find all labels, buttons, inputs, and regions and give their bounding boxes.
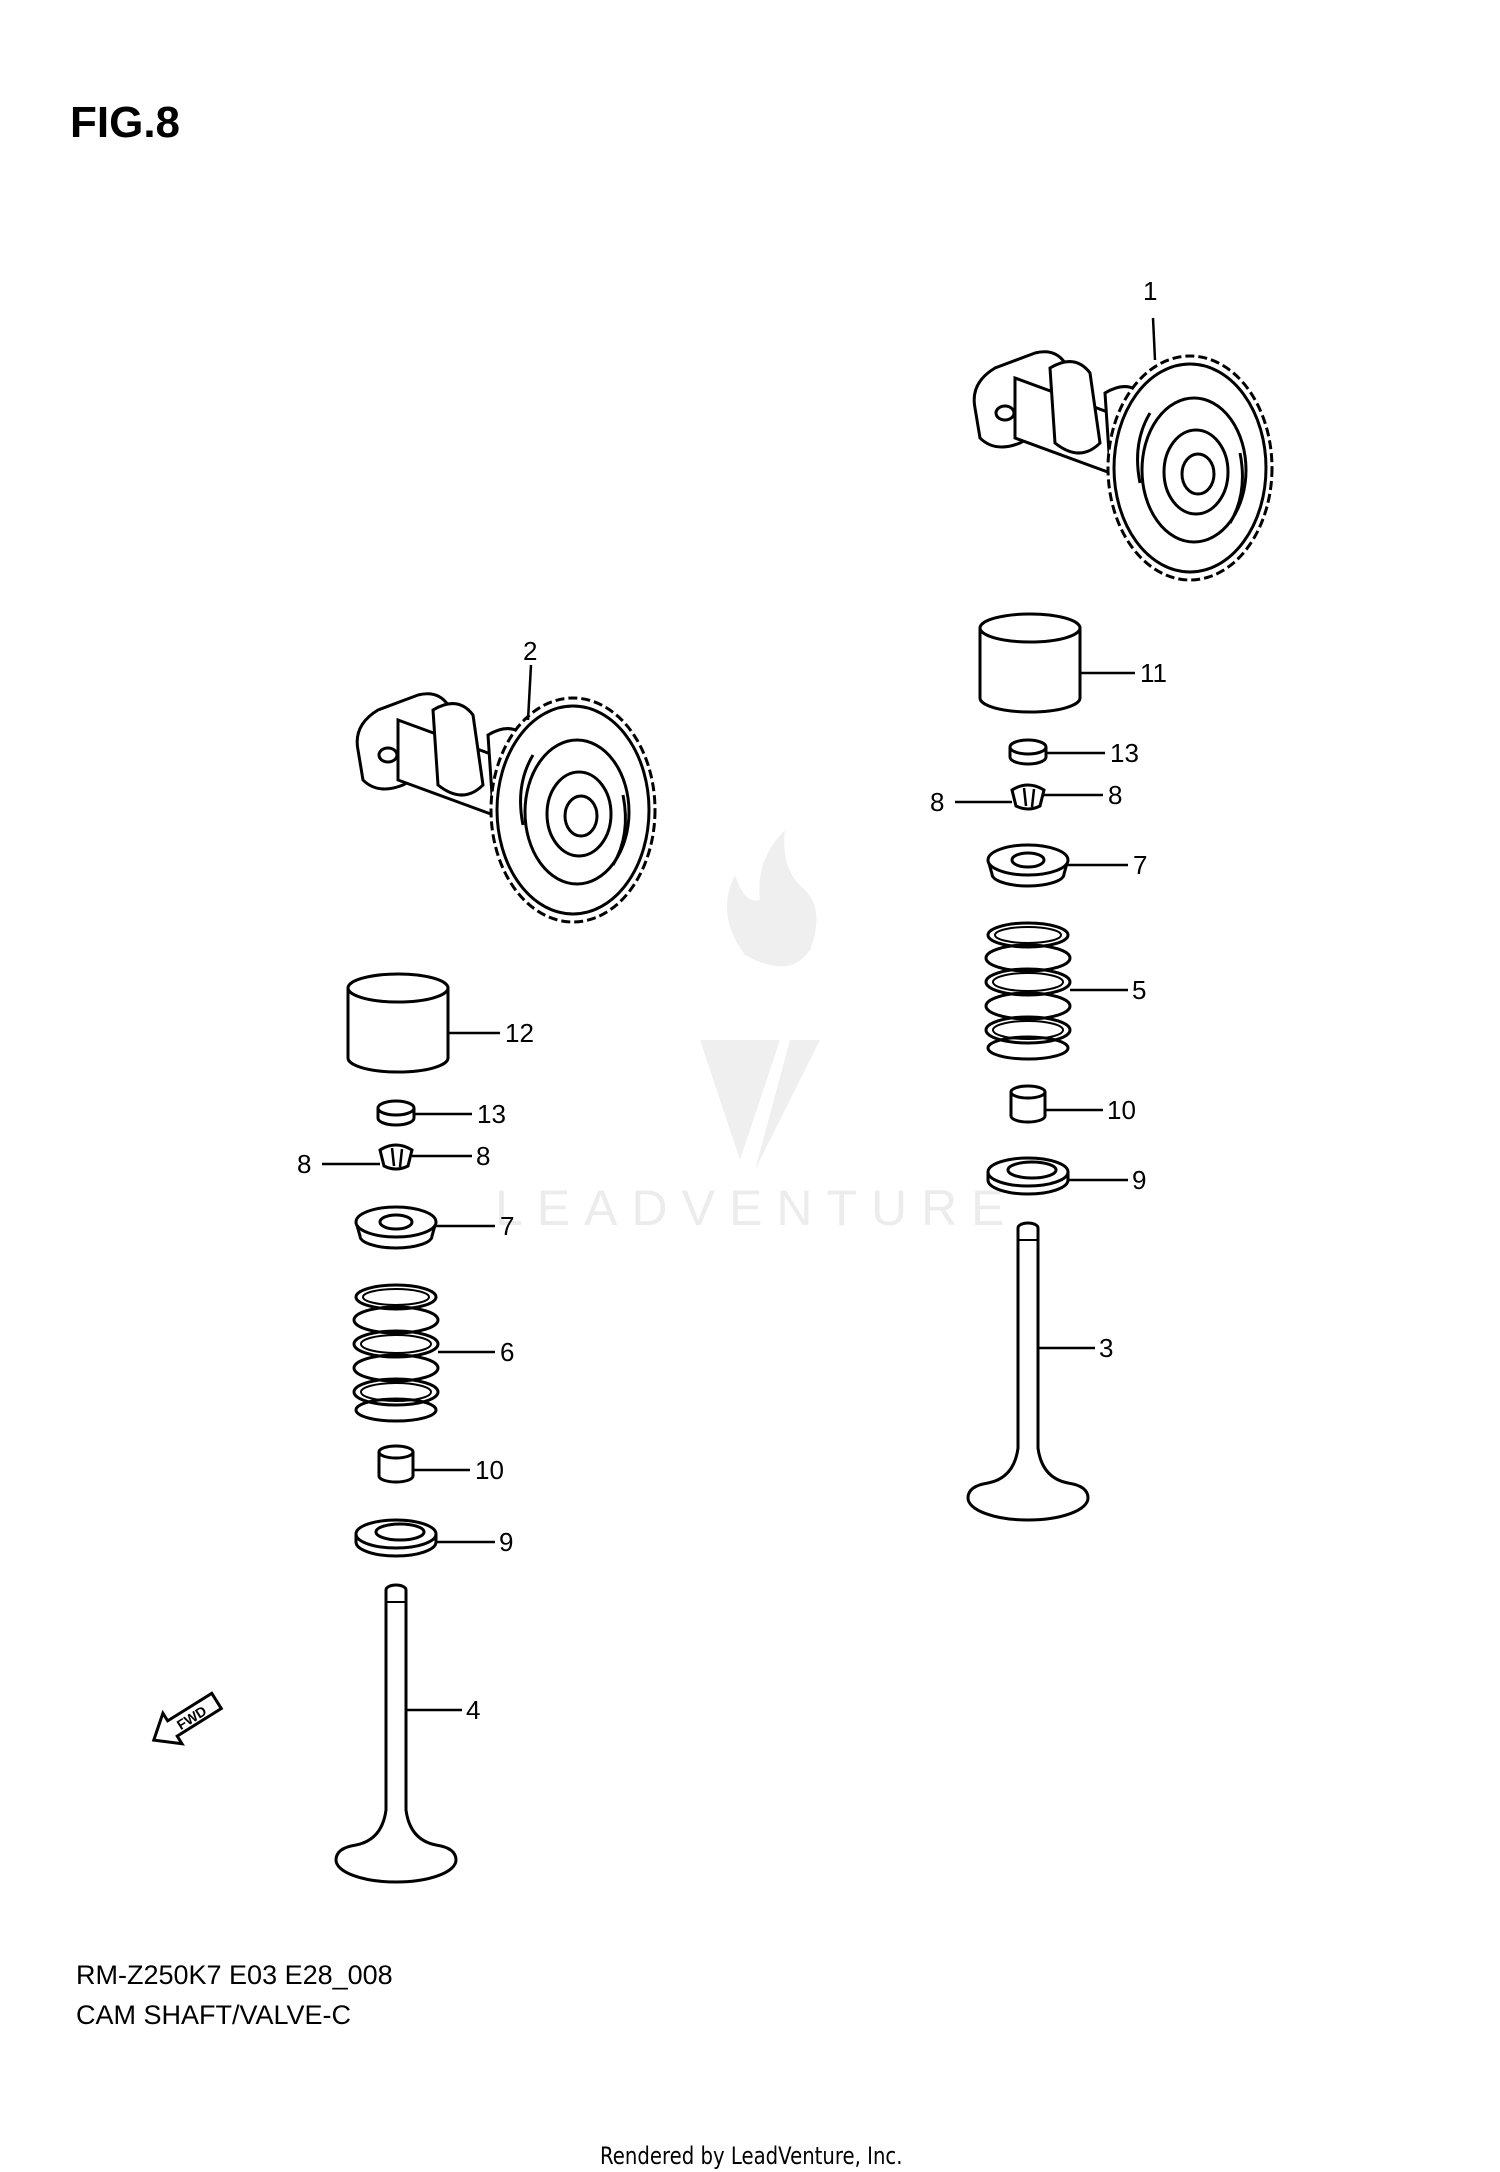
callout-13-left: 13 <box>477 1099 506 1129</box>
washer-9-left <box>354 1518 438 1558</box>
watermark-brand: LEADVENTURE <box>495 1180 1019 1236</box>
cotter-8-left <box>378 1143 414 1171</box>
cotter-8-right <box>1010 783 1046 811</box>
watermark: LEADVENTURE <box>495 830 1019 1236</box>
callout-5: 5 <box>1132 975 1146 1005</box>
retainer-7-right <box>986 843 1070 888</box>
callout-6: 6 <box>500 1337 514 1367</box>
seal-10-right <box>1009 1084 1047 1124</box>
callout-7-right: 7 <box>1133 850 1147 880</box>
callout-10-left: 10 <box>475 1455 504 1485</box>
seal-10-left <box>377 1444 415 1484</box>
callout-1: 1 <box>1143 276 1157 306</box>
figure-code: RM-Z250K7 E03 E28_008 <box>76 1960 393 1990</box>
callout-8-right-b: 8 <box>1108 780 1122 810</box>
spring-6 <box>352 1283 440 1423</box>
figure-name: CAM SHAFT/VALVE-C <box>76 2000 352 2030</box>
shim-13-right <box>1008 738 1048 766</box>
rendered-by-footer: Rendered by LeadVenture, Inc. <box>600 2142 903 2170</box>
washer-9-right <box>986 1156 1070 1196</box>
callout-8-right-a: 8 <box>930 787 944 817</box>
callout-12: 12 <box>505 1018 534 1048</box>
callout-7-left: 7 <box>500 1211 514 1241</box>
camshaft-2 <box>355 692 657 924</box>
shim-13-left <box>376 1099 416 1127</box>
camshaft-1 <box>972 350 1274 582</box>
figure-title: FIG.8 <box>70 98 181 147</box>
callout-10-right: 10 <box>1107 1095 1136 1125</box>
callout-9-left: 9 <box>499 1527 513 1557</box>
spring-5 <box>984 921 1072 1061</box>
callout-11: 11 <box>1140 658 1167 688</box>
callout-3: 3 <box>1099 1333 1113 1363</box>
fwd-arrow-icon: FWD <box>151 1691 224 1746</box>
tappet-11 <box>978 612 1082 714</box>
retainer-7-left <box>354 1205 438 1250</box>
callout-9-right: 9 <box>1132 1165 1146 1195</box>
callout-8-left-a: 8 <box>297 1149 311 1179</box>
callout-4: 4 <box>466 1695 480 1725</box>
valve-4 <box>334 1583 458 1884</box>
callout-8-left-b: 8 <box>476 1141 490 1171</box>
callout-2: 2 <box>523 636 537 666</box>
tappet-12 <box>346 972 450 1074</box>
callout-13-right: 13 <box>1110 738 1139 768</box>
valve-3 <box>966 1221 1090 1522</box>
